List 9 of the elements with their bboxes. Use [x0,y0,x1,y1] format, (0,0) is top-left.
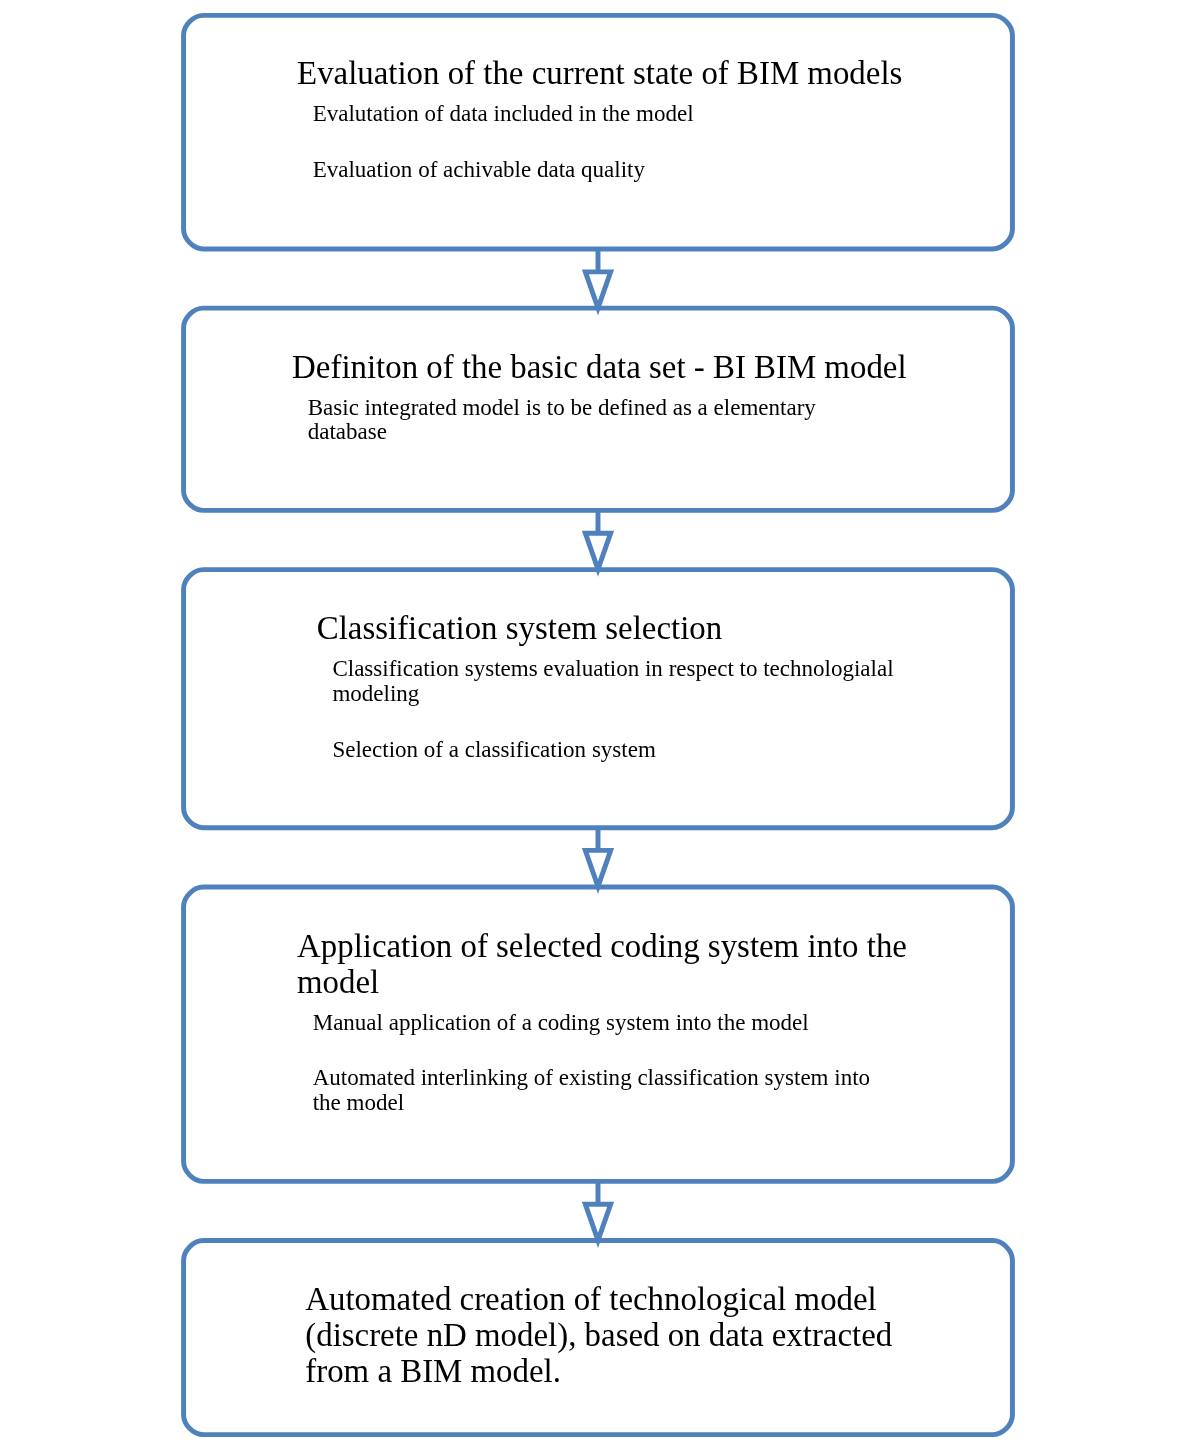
arrow [581,827,614,894]
arrow [581,249,614,316]
node-box: Classification system selection Classification systems evaluation in respect to technologialal modeling Selection of a classification system [180,567,1015,831]
node-box: Evaluation of the current state of BIM models Evalutation of data included in the model Evaluation of achivable data quality [180,12,1015,252]
node-box: Definiton of the basic data set - BI BIM model Basic integrated model is to be defined as a elementary database [180,305,1015,513]
arrow [581,1181,614,1248]
node-box: Application of selected coding system into the model Manual application of a coding system into the model Automated interlinking of existing classification system into the model [180,884,1015,1184]
node-box: Automated creation of technological model (discrete nD model), based on data extracted from a BIM model. [180,1238,1015,1438]
arrow [581,511,614,577]
